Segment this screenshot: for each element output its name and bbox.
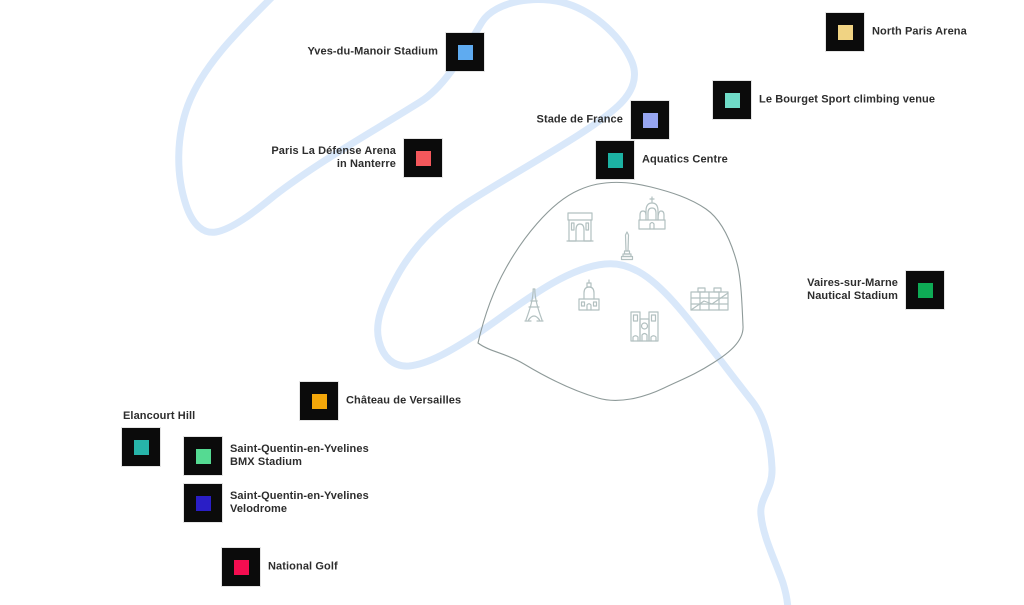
venue-color-chip <box>724 92 740 108</box>
venue-marker[interactable] <box>713 81 751 119</box>
venue-national-golf: National Golf <box>222 548 338 586</box>
venue-vaires-sur-marne: Vaires-sur-Marne Nautical Stadium <box>807 271 944 309</box>
venue-label: Paris La Défense Arena in Nanterre <box>271 145 396 170</box>
venue-color-chip <box>457 44 473 60</box>
venue-label: Aquatics Centre <box>642 153 728 166</box>
venue-stade-de-france: Stade de France <box>537 101 669 139</box>
venue-color-chip <box>607 152 623 168</box>
venue-marker[interactable] <box>446 33 484 71</box>
venue-label: Elancourt Hill <box>123 410 196 422</box>
venue-label: Le Bourget Sport climbing venue <box>759 93 936 106</box>
venue-marker[interactable] <box>184 484 222 522</box>
venue-chateau-de-versailles: Château de Versailles <box>300 382 461 420</box>
venue-label: Vaires-sur-Marne Nautical Stadium <box>807 277 898 302</box>
sacre-coeur-icon <box>637 196 667 231</box>
venue-label: North Paris Arena <box>872 25 967 38</box>
venue-label: Stade de France <box>536 113 623 126</box>
venue-color-chip <box>311 393 327 409</box>
venue-marker[interactable] <box>826 13 864 51</box>
venue-paris-la-defense-arena: Paris La Défense Arena in Nanterre <box>271 139 442 177</box>
venue-color-chip <box>233 559 249 575</box>
venue-label: Saint-Quentin-en-Yvelines BMX Stadium <box>230 443 369 468</box>
venue-yves-du-manoir-stadium: Yves-du-Manoir Stadium <box>307 33 484 71</box>
arc-de-triomphe-icon <box>566 211 594 243</box>
venue-color-chip <box>415 150 431 166</box>
venue-label: National Golf <box>268 560 338 573</box>
venue-label: Château de Versailles <box>346 394 462 407</box>
venue-color-chip <box>917 282 933 298</box>
venue-marker[interactable] <box>122 428 160 466</box>
notre-dame-icon <box>629 309 660 343</box>
venue-saint-quentin-bmx-stadium: Saint-Quentin-en-Yvelines BMX Stadium <box>184 437 369 475</box>
venue-marker[interactable] <box>631 101 669 139</box>
venue-north-paris-arena: North Paris Arena <box>826 13 967 51</box>
seine-river <box>175 0 792 605</box>
venue-color-chip <box>642 112 658 128</box>
venue-color-chip <box>195 448 211 464</box>
obelisk-icon <box>620 231 634 263</box>
louvre-blocks-icon <box>690 287 729 313</box>
venue-marker[interactable] <box>184 437 222 475</box>
venue-saint-quentin-velodrome: Saint-Quentin-en-Yvelines Velodrome <box>184 484 369 522</box>
invalides-dome-icon <box>577 279 601 311</box>
venue-color-chip <box>133 439 149 455</box>
venue-le-bourget-sport-climbing: Le Bourget Sport climbing venue <box>713 81 935 119</box>
venue-elancourt-hill: Elancourt Hill <box>122 410 195 466</box>
venue-marker[interactable] <box>404 139 442 177</box>
venue-color-chip <box>195 495 211 511</box>
venue-marker[interactable] <box>222 548 260 586</box>
venue-marker[interactable] <box>300 382 338 420</box>
venue-label: Saint-Quentin-en-Yvelines Velodrome <box>230 490 369 515</box>
venue-color-chip <box>837 24 853 40</box>
eiffel-tower-icon <box>524 287 544 323</box>
venue-aquatics-centre: Aquatics Centre <box>596 141 728 179</box>
venue-marker[interactable] <box>596 141 634 179</box>
venue-label: Yves-du-Manoir Stadium <box>307 45 438 58</box>
paris-city-outline <box>477 181 744 401</box>
venue-marker[interactable] <box>906 271 944 309</box>
